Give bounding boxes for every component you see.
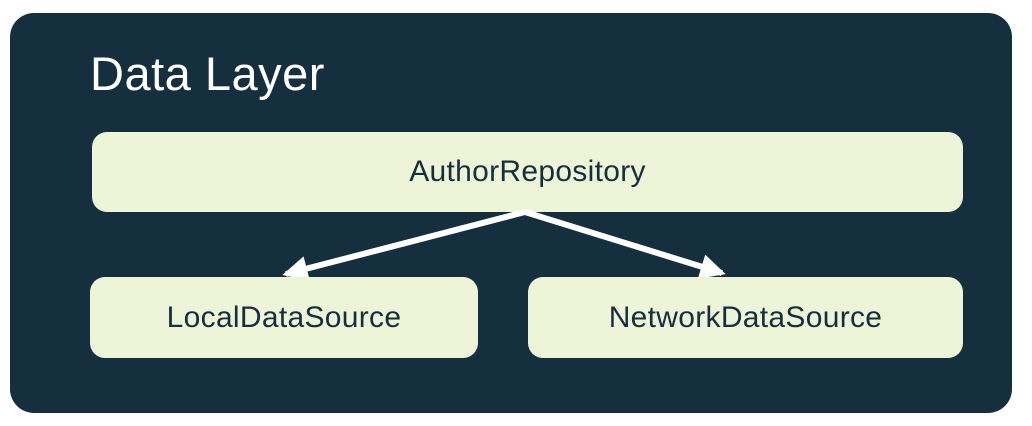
node-author-repository: AuthorRepository (92, 132, 963, 212)
node-network-data-source-label: NetworkDataSource (608, 300, 883, 334)
node-author-repository-label: AuthorRepository (409, 155, 646, 188)
card-title: Data Layer (90, 47, 325, 100)
arrow-repository-to-network (524, 209, 726, 279)
node-local-data-source-label: LocalDataSource (166, 300, 402, 334)
data-layer-card: Data Layer AuthorRepository LocalDataSou… (10, 13, 1012, 413)
node-local-data-source: LocalDataSource (90, 277, 478, 358)
arrow-repository-to-local (282, 209, 526, 281)
node-network-data-source: NetworkDataSource (528, 277, 963, 358)
